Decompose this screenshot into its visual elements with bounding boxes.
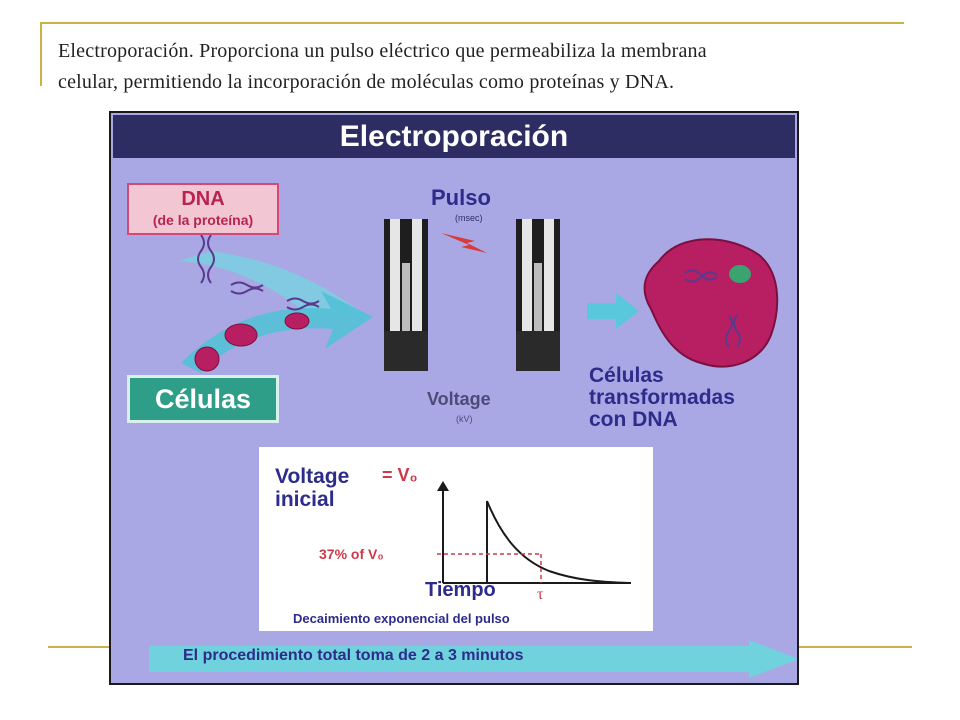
cell-icon (284, 312, 310, 330)
decay-curve (486, 500, 630, 584)
dna-helix-icon (684, 269, 718, 283)
dna-stream-upper (179, 251, 369, 317)
cell-icon (194, 346, 220, 372)
voltage-initial-label: Voltage inicial (275, 465, 349, 511)
dna-helix-icon (197, 234, 215, 284)
v0-label: = V₀ (382, 465, 418, 485)
transformed-cell-icon (643, 238, 779, 368)
dna-label-box: DNA (de la proteína) (127, 183, 279, 235)
dna-helix-icon (230, 281, 264, 295)
slide-caption: Electroporación. Proporciona un pulso el… (58, 36, 858, 98)
percent-37-label: 37% of V₀ (319, 546, 384, 562)
cuvette-after-pulse-icon (516, 219, 560, 371)
caption-line-2: celular, permitiendo la incorporación de… (58, 71, 675, 93)
transformed-line-3: con DNA (589, 408, 678, 431)
pulse-label: Pulso (431, 185, 491, 210)
caption-line-1: Electroporación. Proporciona un pulso el… (58, 40, 707, 62)
voltage-unit-label: (kV) (456, 414, 473, 424)
graph-y-axis-arrow (437, 481, 449, 491)
pulse-unit-label: (msec) (455, 213, 483, 223)
bottom-banner-text: El procedimiento total toma de 2 a 3 min… (183, 647, 524, 664)
decay-graph: τ (437, 481, 631, 603)
electroporation-figure: Electroporación (109, 111, 799, 685)
cell-icon (224, 323, 258, 347)
dna-sublabel: (de la proteína) (152, 212, 254, 228)
voltage-label: Voltage (427, 389, 491, 409)
tau-label: τ (537, 586, 544, 603)
graph-caption: Decaimiento exponencial del pulso (293, 611, 510, 626)
transformed-line-2: transformadas (589, 386, 735, 409)
arrow-right-icon (587, 293, 639, 329)
dna-helix-icon (725, 314, 741, 348)
cuvette-before-pulse-icon (384, 219, 428, 371)
dna-stream-lower (181, 291, 373, 373)
transformed-cells-label: Células transformadas con DNA (589, 364, 797, 431)
lightning-bolt-icon (441, 233, 487, 253)
bottom-banner-arrow (149, 640, 797, 678)
electroporation-diagram (179, 219, 779, 373)
slide-frame-left-line (40, 22, 42, 86)
dna-helix-icon (286, 297, 320, 311)
dna-label: DNA (181, 188, 225, 210)
time-label: Tiempo (425, 579, 496, 601)
decay-graph-panel: τ Voltage inicial = V₀ 37% of V₀ Tiempo … (259, 447, 653, 631)
transformed-line-1: Células (589, 364, 664, 387)
cells-label-box: Células (127, 375, 279, 423)
voltage-initial-line-2: inicial (275, 488, 335, 511)
nucleus-icon (729, 265, 751, 283)
voltage-initial-line-1: Voltage (275, 465, 350, 488)
figure-title: Electroporación (113, 115, 795, 158)
slide-frame-top-line (40, 22, 904, 24)
